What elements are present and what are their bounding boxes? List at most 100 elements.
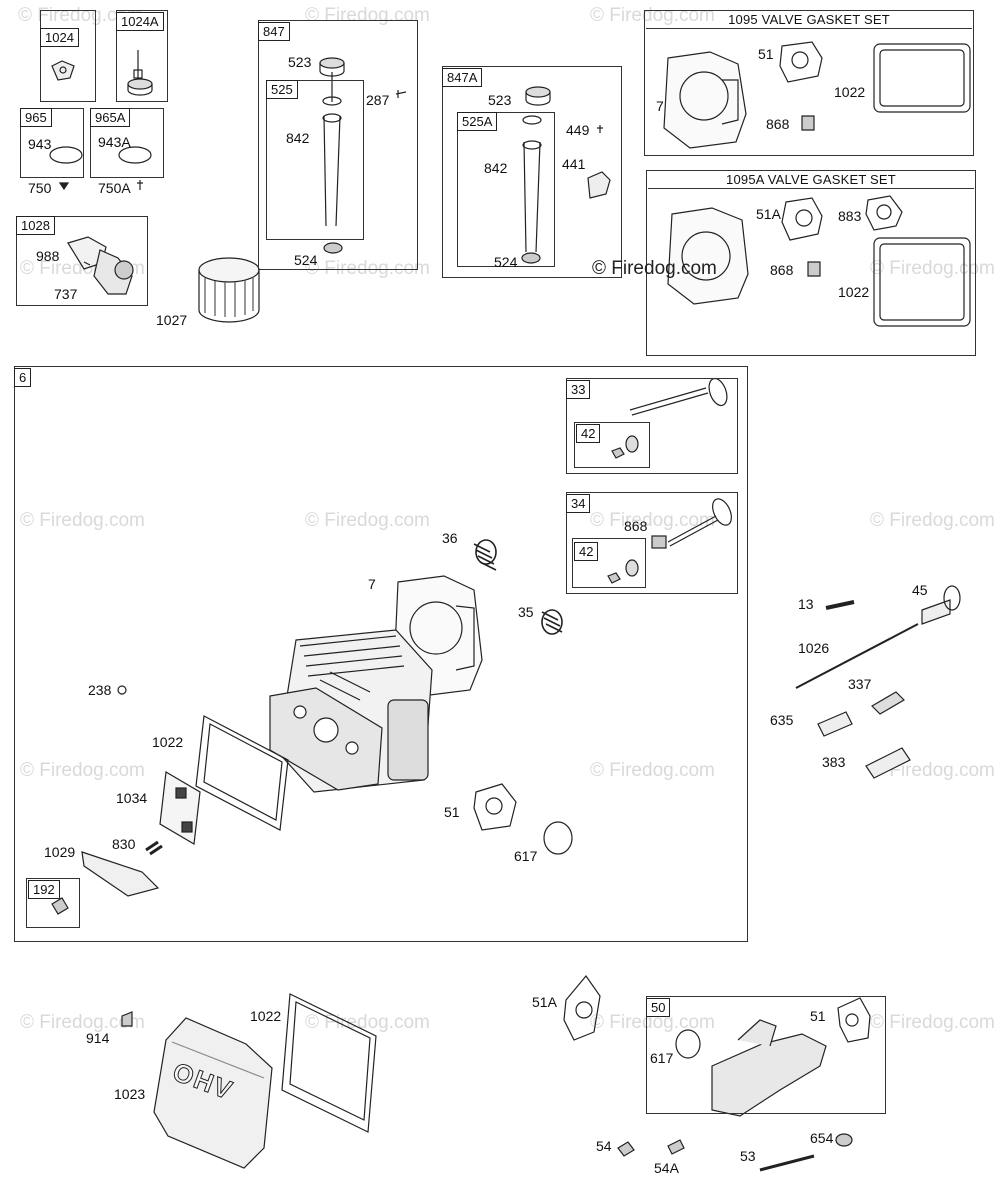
kit-box-42-b xyxy=(572,538,646,588)
part-label-337: 337 xyxy=(848,676,872,692)
kit-box-1024a xyxy=(116,10,168,102)
kit-box-6 xyxy=(14,366,748,942)
kit-tag-965: 965 xyxy=(20,108,52,127)
kit-box-847 xyxy=(258,20,418,270)
watermark: © Firedog.com xyxy=(870,760,995,781)
kit-box-525a xyxy=(457,112,555,267)
part-337-drawing xyxy=(871,691,905,715)
part-830-drawing xyxy=(145,840,163,856)
part-54-drawing xyxy=(617,1141,635,1157)
part-36-spring xyxy=(473,539,497,571)
kit-tag-6: 6 xyxy=(14,368,32,387)
part-53-drawing xyxy=(759,1154,815,1172)
part-654-drawing xyxy=(835,1133,853,1147)
part-1022-gasket-cover xyxy=(281,993,377,1133)
watermark: © Firedog.com xyxy=(870,510,995,531)
part-54a-drawing xyxy=(667,1139,685,1155)
part-635-drawing xyxy=(817,711,853,737)
part-label-1027: 1027 xyxy=(156,312,188,328)
part-label-51a: 51A xyxy=(532,994,557,1010)
part-label-1022: 1022 xyxy=(152,734,184,750)
part-label-635: 635 xyxy=(770,712,794,728)
part-914-drawing xyxy=(121,1011,133,1027)
part-617-ring-b xyxy=(675,1029,701,1059)
part-label-750a: 750A xyxy=(98,180,131,196)
watermark: © Firedog.com xyxy=(305,1012,430,1033)
part-label-1026: 1026 xyxy=(798,640,830,656)
part-34-valve-drawing xyxy=(607,498,732,584)
part-label-988: 988 xyxy=(36,248,60,264)
watermark: © Firedog.com xyxy=(870,1012,995,1033)
kit-tag-33: 33 xyxy=(566,380,591,399)
part-label-868-kit: 868 xyxy=(766,116,790,132)
part-1027-drawing xyxy=(198,257,260,323)
watermark: © Firedog.com xyxy=(20,510,145,531)
part-750-drawing xyxy=(58,182,70,191)
part-label-45: 45 xyxy=(912,582,928,598)
part-label-441: 441 xyxy=(562,156,586,172)
part-label-13: 13 xyxy=(798,596,814,612)
watermark: © Firedog.com xyxy=(590,760,715,781)
part-label-449: 449 xyxy=(566,122,590,138)
part-847-drawing xyxy=(319,57,407,254)
kit-tag-34: 34 xyxy=(566,494,591,513)
part-1022-gasket xyxy=(195,715,289,831)
kit-tag-525: 525 xyxy=(266,80,298,99)
part-label-35: 35 xyxy=(518,604,534,620)
part-1034-drawing xyxy=(159,771,201,845)
part-192-drawing xyxy=(51,897,69,915)
part-33-valve-drawing xyxy=(611,377,728,459)
part-label-914: 914 xyxy=(86,1030,110,1046)
copyright-notice: © Firedog.com xyxy=(592,258,717,279)
part-label-842-b: 842 xyxy=(484,160,508,176)
part-238-drawing xyxy=(117,685,127,695)
part-label-1022-kit: 1022 xyxy=(834,84,866,100)
part-51-gasket-b xyxy=(837,997,871,1043)
kit-tag-50: 50 xyxy=(646,998,671,1017)
part-750a-drawing xyxy=(137,180,143,190)
kit-tag-192: 192 xyxy=(28,880,60,899)
part-label-830: 830 xyxy=(112,836,136,852)
kit-title-1095: 1095 VALVE GASKET SET xyxy=(646,12,972,29)
kit-box-525 xyxy=(266,80,364,240)
part-51-gasket xyxy=(473,783,517,831)
part-617-ring xyxy=(543,821,573,855)
watermark: © Firedog.com xyxy=(20,760,145,781)
part-label-53: 53 xyxy=(740,1148,756,1164)
part-label-943: 943 xyxy=(28,136,52,152)
part-label-868-kit-b: 868 xyxy=(770,262,794,278)
part-35-spring xyxy=(541,609,563,635)
part-label-1034: 1034 xyxy=(116,790,148,806)
part-label-883-kit: 883 xyxy=(838,208,862,224)
part-943-ring xyxy=(49,146,83,164)
kit-1095a-drawing xyxy=(667,195,971,327)
part-51a-gasket xyxy=(563,975,601,1041)
kit-box-50 xyxy=(646,996,886,1114)
watermark: © Firedog.com xyxy=(590,1012,715,1033)
watermark: © Firedog.com xyxy=(20,1012,145,1033)
part-label-842: 842 xyxy=(286,130,310,146)
part-label-383: 383 xyxy=(822,754,846,770)
part-383-drawing xyxy=(865,747,911,779)
part-label-617-b: 617 xyxy=(650,1050,674,1066)
part-label-737: 737 xyxy=(54,286,78,302)
kit-tag-965a: 965A xyxy=(90,108,131,127)
kit-box-1095 xyxy=(644,10,974,156)
part-1024a-drawing xyxy=(127,50,153,96)
kit-tag-847a: 847A xyxy=(442,68,483,87)
part-45-drawing xyxy=(921,585,961,625)
part-label-523-b: 523 xyxy=(488,92,512,108)
part-label-287: 287 xyxy=(366,92,390,108)
kit-box-965 xyxy=(20,108,84,178)
kit-1095-drawing xyxy=(663,41,971,149)
part-label-54a: 54A xyxy=(654,1160,679,1176)
part-label-51: 51 xyxy=(444,804,460,820)
part-label-943a: 943A xyxy=(98,134,131,150)
part-label-51-kit: 51 xyxy=(758,46,774,62)
kit-tag-525a: 525A xyxy=(457,112,498,131)
part-50-manifold xyxy=(711,1019,827,1117)
part-1026-drawing xyxy=(795,623,919,689)
kit-tag-1024: 1024 xyxy=(40,28,79,47)
